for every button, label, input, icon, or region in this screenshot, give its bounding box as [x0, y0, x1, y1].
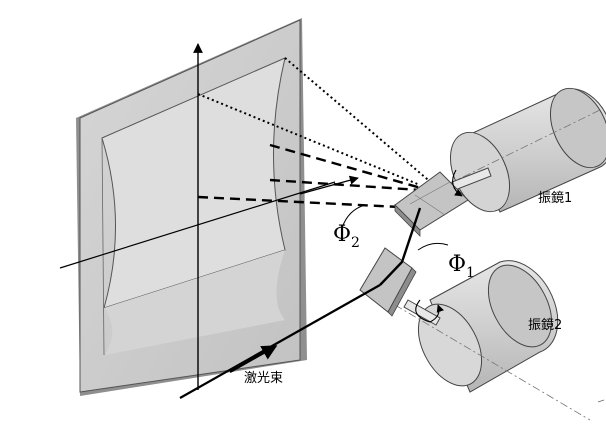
projection-screen	[76, 18, 307, 396]
phi1-angle-arc	[417, 242, 449, 251]
dashed-beam-top	[269, 143, 429, 192]
phi1-symbol: Φ	[448, 252, 467, 277]
dashed-beam-center	[197, 195, 421, 210]
laser-inter-mirror-beam	[379, 207, 422, 286]
galvo1-motor	[419, 87, 606, 213]
phi2-symbol: Φ	[333, 222, 352, 247]
phi1-label: Φ1	[448, 252, 475, 281]
scan-beams	[197, 57, 441, 210]
rotation-arrows	[415, 169, 463, 323]
laser-input-beam	[179, 284, 381, 399]
galvo2-rotation-arrow	[415, 299, 444, 323]
dotted-beam-outer	[284, 57, 441, 191]
phi2-label: Φ2	[333, 222, 360, 251]
galvo2-label: 振鏡2	[528, 318, 563, 333]
dashed-beam-mid	[269, 178, 421, 192]
galvo2-motor	[394, 260, 591, 421]
galvo1-label: 振鏡1	[538, 191, 573, 206]
angle-markers	[341, 204, 449, 251]
horizontal-axis-arrow	[299, 175, 359, 195]
phi2-subscript: 2	[351, 235, 360, 251]
laser-beam-path	[179, 207, 422, 399]
galvo1-rotation-arrow	[452, 169, 463, 197]
laser-beam-label: 激光束	[244, 371, 284, 386]
laser-input-arrow	[229, 345, 278, 373]
screen-axes	[59, 43, 359, 390]
phi1-subscript: 1	[466, 265, 475, 281]
horizontal-axis	[59, 181, 336, 269]
phi2-angle-arc	[341, 204, 366, 229]
